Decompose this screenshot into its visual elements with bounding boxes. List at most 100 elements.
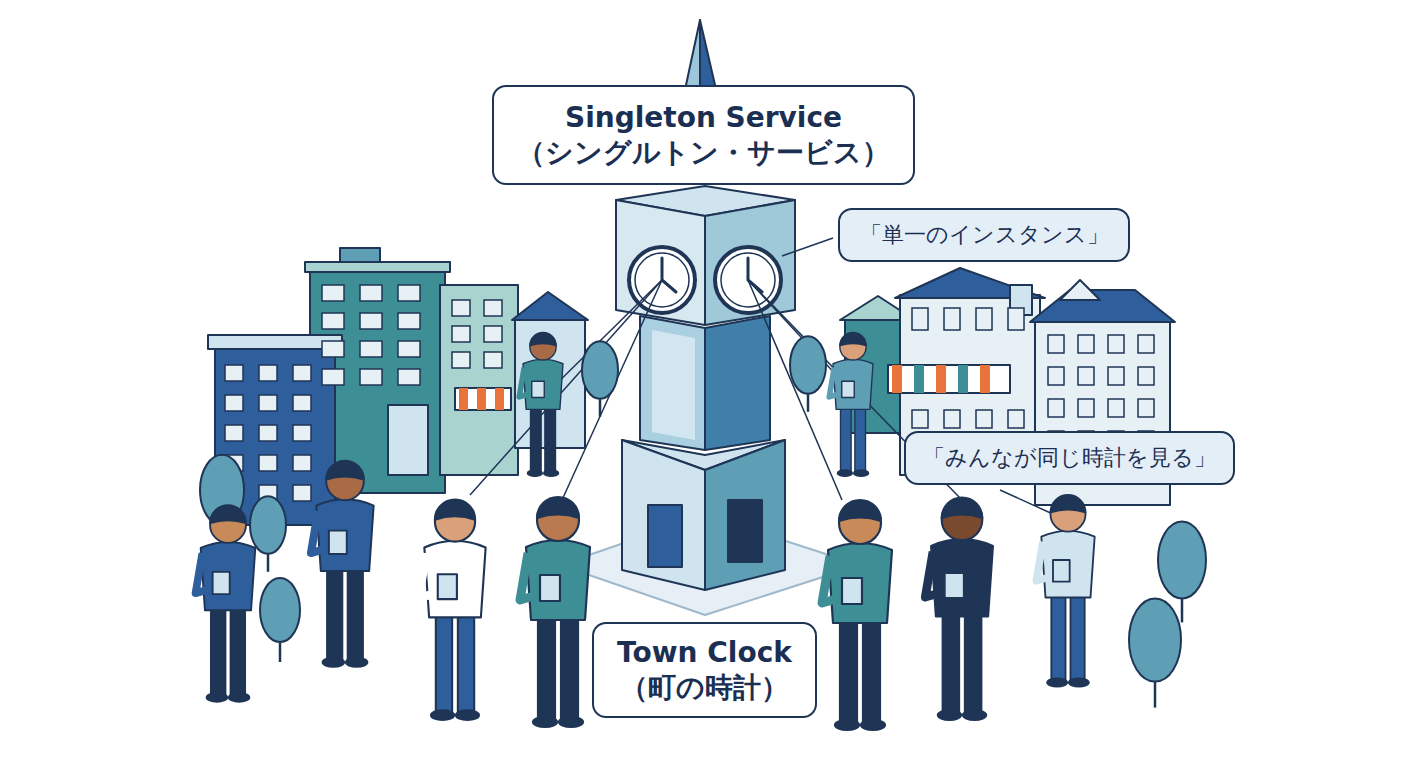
window [1048,335,1064,353]
tree-crown [1129,598,1181,681]
tablet [842,578,862,604]
hair [210,505,246,523]
torso [931,539,993,616]
light-building [440,285,518,475]
window [1108,367,1124,385]
trees [200,336,1206,707]
callout-box: 「みんなが同じ時計を見る」 [904,431,1235,485]
tree [260,578,300,662]
tree-crown [790,336,826,394]
tower-upper [705,200,795,325]
leader-line [562,280,662,500]
awning-stripe [958,365,968,393]
torso [833,359,873,409]
window [1008,308,1024,330]
leader-line [470,280,662,495]
leg [1071,592,1085,682]
tower-base [622,440,705,590]
leg [1051,592,1065,682]
callout-box: Singleton Service（シングルトン・サービス） [492,85,915,185]
clock-tower [560,20,860,615]
hair [840,333,866,346]
person [419,500,486,720]
dormer [1060,280,1100,300]
leg [231,604,246,696]
leg [545,405,556,473]
leg [211,604,226,696]
window [293,395,311,411]
window [398,341,420,357]
building-roof [1030,290,1175,322]
window [484,352,502,368]
window [1078,367,1094,385]
shoe [963,710,986,720]
window [322,285,344,301]
shoe [837,470,852,476]
leader-line [782,238,833,256]
shoe [431,710,454,720]
shoe [1047,678,1067,686]
clock-hands [662,258,676,292]
window [398,369,420,385]
leg [561,613,578,721]
tree [790,336,826,412]
window [259,455,277,471]
tower-shaft [640,316,705,450]
window [452,300,470,316]
window [225,365,243,381]
tablet [329,531,347,554]
window [452,326,470,342]
tablet [1053,560,1070,582]
shoe [207,693,228,702]
leg [965,610,981,714]
tower-upper [616,200,705,325]
window [1078,335,1094,353]
torso [828,543,892,623]
shoe [1069,678,1089,686]
person [311,461,374,667]
leg [538,613,555,721]
shoe [938,710,961,720]
tablet [842,381,855,397]
tablet [438,574,457,599]
hair [839,500,881,521]
light-beam [652,330,695,440]
shoe [544,470,559,476]
shoe [456,710,479,720]
awning-stripe [459,388,468,410]
window [293,485,311,501]
tablet [945,573,964,598]
awning [888,365,1010,393]
left-buildings [208,248,588,525]
leg [840,616,857,724]
leg [943,610,959,714]
roof-ledge [305,262,450,272]
window [944,308,960,330]
tree-crown [250,496,286,554]
tree-crown [582,341,618,399]
person [519,333,563,477]
leader-line [1000,490,1055,515]
window [398,313,420,329]
window [360,341,382,357]
tree [1129,598,1181,707]
callout-text: Town Clock [617,635,792,670]
shoe [533,717,557,727]
window [322,341,344,357]
callout-text: （町の時計） [620,670,789,705]
leg [841,405,852,473]
hair [530,333,556,346]
leg [436,611,452,715]
shoe [835,720,859,730]
window [225,395,243,411]
door [388,405,428,475]
awning [455,388,511,410]
person [520,497,590,727]
torso [1041,531,1094,598]
window [1078,399,1094,417]
hair [326,461,364,480]
tablet [540,575,560,601]
awning-stripe [477,388,486,410]
torso [526,540,590,620]
